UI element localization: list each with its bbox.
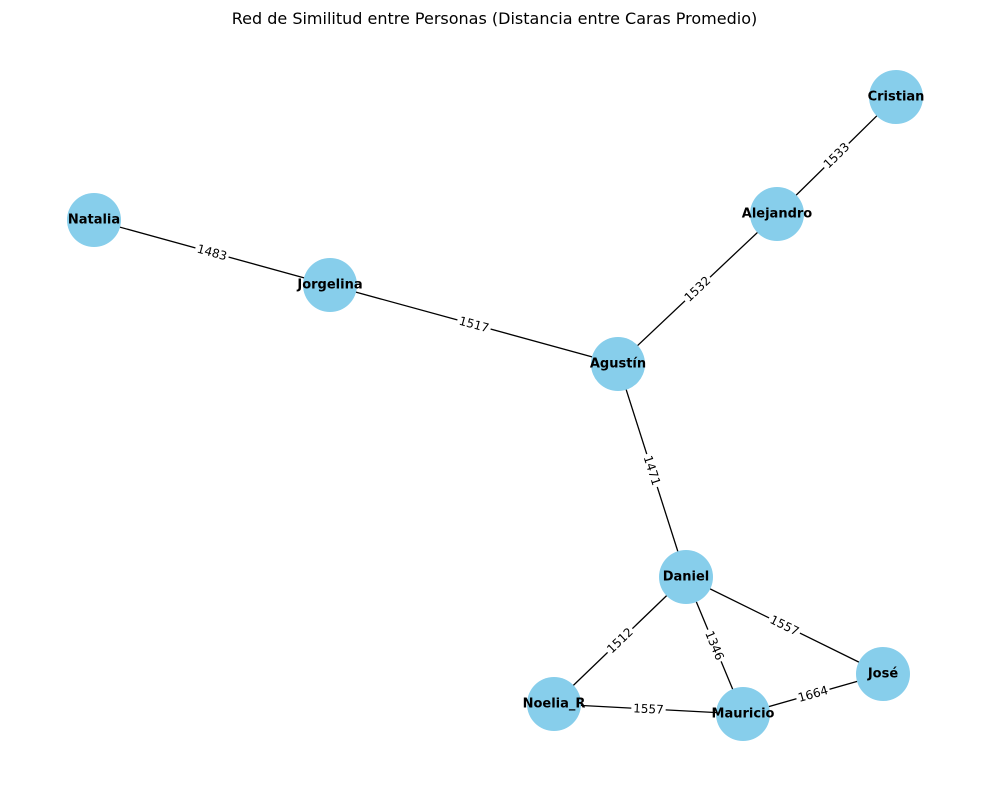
edge-label-group: 1346	[700, 626, 729, 665]
diagram-title: Red de Similitud entre Personas (Distanc…	[232, 9, 758, 28]
edge-label-background	[765, 610, 804, 641]
edge-label-background	[794, 681, 832, 707]
node-label-natalia: Natalia	[68, 213, 120, 228]
edge-label-background	[193, 240, 231, 265]
node-label-mauricio: Mauricio	[712, 707, 775, 722]
edge-weight-label: 1557	[768, 612, 802, 638]
node-label-jorgelina: Jorgelina	[296, 278, 362, 293]
node-label-cristian: Cristian	[868, 90, 925, 105]
edge-label-background	[818, 137, 855, 174]
node-jorgelina	[303, 258, 357, 312]
edge-label-background	[455, 312, 493, 337]
edge-label-background	[630, 700, 667, 718]
node-cristian	[869, 70, 923, 124]
edge-label-background	[602, 622, 638, 659]
node-agustin	[591, 337, 645, 391]
edge-label-background	[700, 626, 729, 665]
node-mauricio	[716, 687, 770, 741]
edge-label-group: 1471	[639, 451, 665, 490]
edge-weight-label: 1557	[633, 701, 664, 717]
node-alejandro	[750, 187, 804, 241]
edge-label-group: 1664	[794, 681, 832, 707]
edge-label-group: 1517	[455, 312, 493, 337]
node-label-alejandro: Alejandro	[742, 207, 813, 222]
node-label-daniel: Daniel	[663, 570, 710, 585]
edge-label-background	[639, 451, 665, 490]
edge-label-background	[679, 271, 716, 307]
node-noelia-r	[527, 677, 581, 731]
edge-label-group: 1483	[193, 240, 231, 265]
node-jose	[856, 647, 910, 701]
node-label-agustin: Agustín	[590, 357, 646, 372]
edge-label-group: 1557	[630, 700, 667, 718]
node-label-jose: José	[867, 667, 899, 682]
node-daniel	[659, 550, 713, 604]
edge-label-group: 1557	[765, 610, 804, 641]
node-label-noelia-r: Noelia_R	[523, 697, 586, 712]
node-natalia	[67, 193, 121, 247]
